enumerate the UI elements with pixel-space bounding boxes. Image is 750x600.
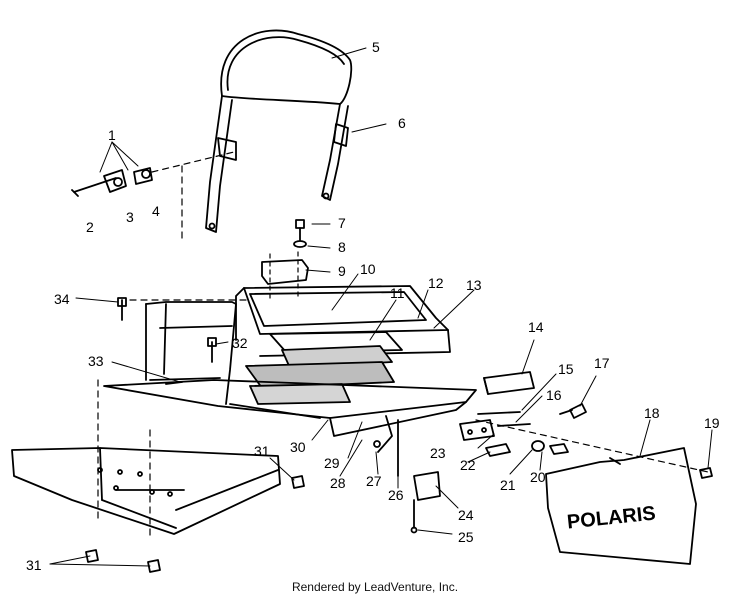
callout-34: 34 <box>54 291 70 307</box>
callout-33: 33 <box>88 353 104 369</box>
callout-19: 19 <box>704 415 720 431</box>
callout-13: 13 <box>466 277 482 293</box>
callout-1: 1 <box>108 127 116 143</box>
callout-24: 24 <box>458 507 474 523</box>
flap-logo: POLARIS <box>566 502 657 533</box>
callout-23: 23 <box>430 445 446 461</box>
rod-26 <box>373 415 399 477</box>
bracket-24 <box>410 471 441 534</box>
callout-16: 16 <box>546 387 562 403</box>
callout-5: 5 <box>372 39 380 55</box>
reflector <box>483 371 535 395</box>
callout-22: 22 <box>460 457 476 473</box>
backrest-pad <box>220 29 353 105</box>
callouts: 1 2 3 4 5 6 7 8 9 10 11 12 13 14 15 16 1… <box>26 39 720 573</box>
callout-27: 27 <box>366 473 382 489</box>
callout-2: 2 <box>86 219 94 235</box>
callout-6: 6 <box>398 115 406 131</box>
bolt-washer-7-8 <box>293 219 307 248</box>
callout-12: 12 <box>428 275 444 291</box>
callout-28: 28 <box>330 475 346 491</box>
bolt-17 <box>559 403 587 419</box>
clamp-block <box>261 251 309 301</box>
rack-frame <box>235 285 451 357</box>
callout-3: 3 <box>126 209 134 225</box>
leader-lines <box>49 47 713 567</box>
washer-bolt-20-21 <box>531 440 569 455</box>
callout-30: 30 <box>290 439 306 455</box>
callout-21: 21 <box>500 477 516 493</box>
callout-4: 4 <box>152 203 160 219</box>
callout-14: 14 <box>528 319 544 335</box>
callout-29: 29 <box>324 455 340 471</box>
foam-pads <box>245 345 395 405</box>
clip-22 <box>485 443 511 457</box>
bracket-assembly <box>71 167 153 197</box>
callout-32: 32 <box>232 335 248 351</box>
callout-7: 7 <box>338 215 346 231</box>
callout-10: 10 <box>360 261 376 277</box>
mud-flap <box>545 447 697 565</box>
callout-26: 26 <box>388 487 404 503</box>
callout-31b: 31 <box>26 557 42 573</box>
nuts-31 <box>85 475 305 573</box>
render-credit: Rendered by LeadVenture, Inc. <box>291 580 459 594</box>
callout-20: 20 <box>530 469 546 485</box>
rear-seat-frame <box>145 301 321 419</box>
callout-31a: 31 <box>254 443 270 459</box>
callout-25: 25 <box>458 529 474 545</box>
callout-8: 8 <box>338 239 346 255</box>
callout-17: 17 <box>594 355 610 371</box>
chassis <box>11 447 281 535</box>
fastener-19 <box>699 467 713 479</box>
callout-9: 9 <box>338 263 346 279</box>
backrest-uprights <box>205 95 349 233</box>
base-tray <box>103 379 477 437</box>
callout-15: 15 <box>558 361 574 377</box>
callout-18: 18 <box>644 405 660 421</box>
alignment-lines <box>97 151 709 541</box>
callout-11: 11 <box>390 285 405 301</box>
bolts-32-34 <box>117 297 217 385</box>
hinge-bracket <box>459 411 531 441</box>
